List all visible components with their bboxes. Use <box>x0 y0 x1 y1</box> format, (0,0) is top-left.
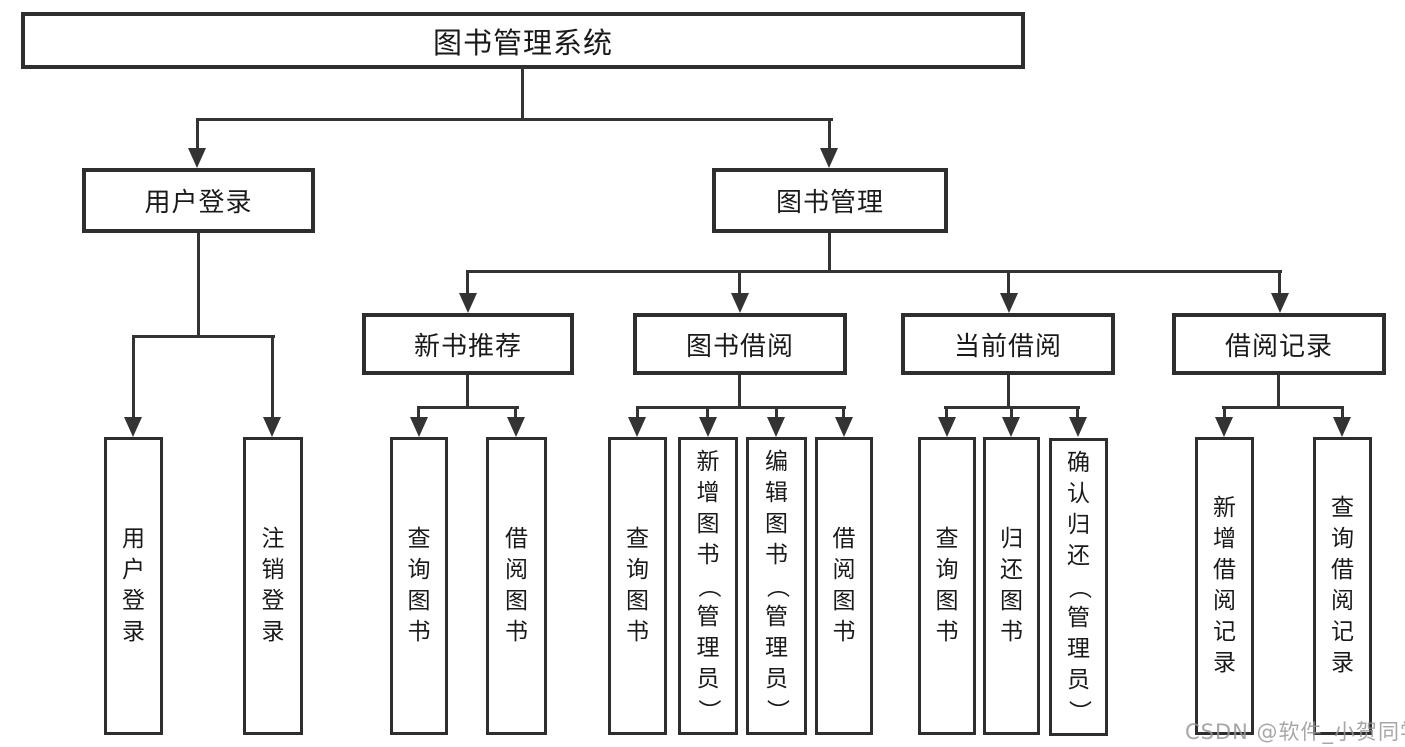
connector-line <box>842 406 845 420</box>
connector-line <box>197 233 200 337</box>
arrow-down-icon <box>628 417 646 437</box>
node-borrowing-records: 借阅记录 <box>1172 313 1386 375</box>
leaf-borrow-books-recommendation: 借阅图书 <box>486 437 547 735</box>
connector-line <box>1278 270 1281 295</box>
connector-line <box>417 406 420 420</box>
connector-line <box>1010 406 1013 420</box>
leaf-edit-book-admin: 编辑图书（管理员） <box>746 437 807 735</box>
leaf-add-book-admin: 新增图书（管理员） <box>678 437 738 735</box>
leaf-query-books-current: 查询图书 <box>918 437 976 735</box>
connector-line <box>514 406 517 420</box>
connector-line <box>466 270 1282 273</box>
leaf-query-books-borrowing: 查询图书 <box>608 437 667 735</box>
arrow-down-icon <box>1215 417 1233 437</box>
arrow-down-icon <box>1271 293 1289 313</box>
leaf-user-login: 用户登录 <box>104 437 163 735</box>
arrow-down-icon <box>1333 417 1351 437</box>
connector-line <box>706 406 709 420</box>
connector-line <box>196 118 833 121</box>
connector-line <box>466 375 469 408</box>
arrow-down-icon <box>263 417 281 437</box>
connector-line <box>417 406 519 409</box>
connector-line <box>1341 406 1344 420</box>
arrow-down-icon <box>938 417 956 437</box>
connector-line <box>1007 375 1010 408</box>
arrow-down-icon <box>124 417 142 437</box>
connector-line <box>828 233 831 273</box>
connector-line <box>271 335 274 419</box>
leaf-return-books: 归还图书 <box>983 437 1040 735</box>
connector-line <box>738 375 741 408</box>
connector-line <box>132 335 275 338</box>
leaf-logout-login: 注销登录 <box>243 437 303 735</box>
arrow-down-icon <box>731 293 749 313</box>
node-current-borrowing: 当前借阅 <box>901 313 1115 375</box>
node-new-book-recommendation: 新书推荐 <box>362 313 574 375</box>
connector-line <box>466 270 469 295</box>
connector-line <box>1007 270 1010 295</box>
connector-line <box>1223 406 1226 420</box>
connector-line <box>1277 375 1280 408</box>
connector-line <box>1222 406 1344 409</box>
watermark: CSDN @软件_小贺同学 <box>1185 720 1405 744</box>
leaf-borrow-books-borrowing: 借阅图书 <box>815 437 873 735</box>
connector-line <box>775 406 778 420</box>
arrow-down-icon <box>835 417 853 437</box>
leaf-query-books-recommendation: 查询图书 <box>390 437 448 735</box>
connector-line <box>945 406 948 420</box>
node-book-management: 图书管理 <box>712 168 948 233</box>
node-user-login: 用户登录 <box>82 168 315 233</box>
leaf-confirm-return-admin: 确认归还（管理员） <box>1049 438 1108 736</box>
connector-line <box>828 118 831 149</box>
connector-line <box>1076 406 1079 420</box>
arrow-down-icon <box>1000 293 1018 313</box>
node-library-management-system: 图书管理系统 <box>21 12 1025 69</box>
connector-line <box>636 406 639 420</box>
arrow-down-icon <box>1069 417 1087 437</box>
arrow-down-icon <box>699 417 717 437</box>
arrow-down-icon <box>1002 417 1020 437</box>
connector-line <box>196 118 199 149</box>
connector-line <box>636 406 846 409</box>
arrow-down-icon <box>507 417 525 437</box>
arrow-down-icon <box>767 417 785 437</box>
connector-line <box>521 66 524 120</box>
arrow-down-icon <box>459 293 477 313</box>
leaf-add-borrowing-record: 新增借阅记录 <box>1195 437 1254 735</box>
leaf-query-borrowing-record: 查询借阅记录 <box>1313 437 1372 735</box>
connector-line <box>132 335 135 419</box>
connector-line <box>738 270 741 295</box>
node-book-borrowing: 图书借阅 <box>633 313 847 375</box>
arrow-down-icon <box>820 148 838 168</box>
arrow-down-icon <box>410 417 428 437</box>
arrow-down-icon <box>188 148 206 168</box>
